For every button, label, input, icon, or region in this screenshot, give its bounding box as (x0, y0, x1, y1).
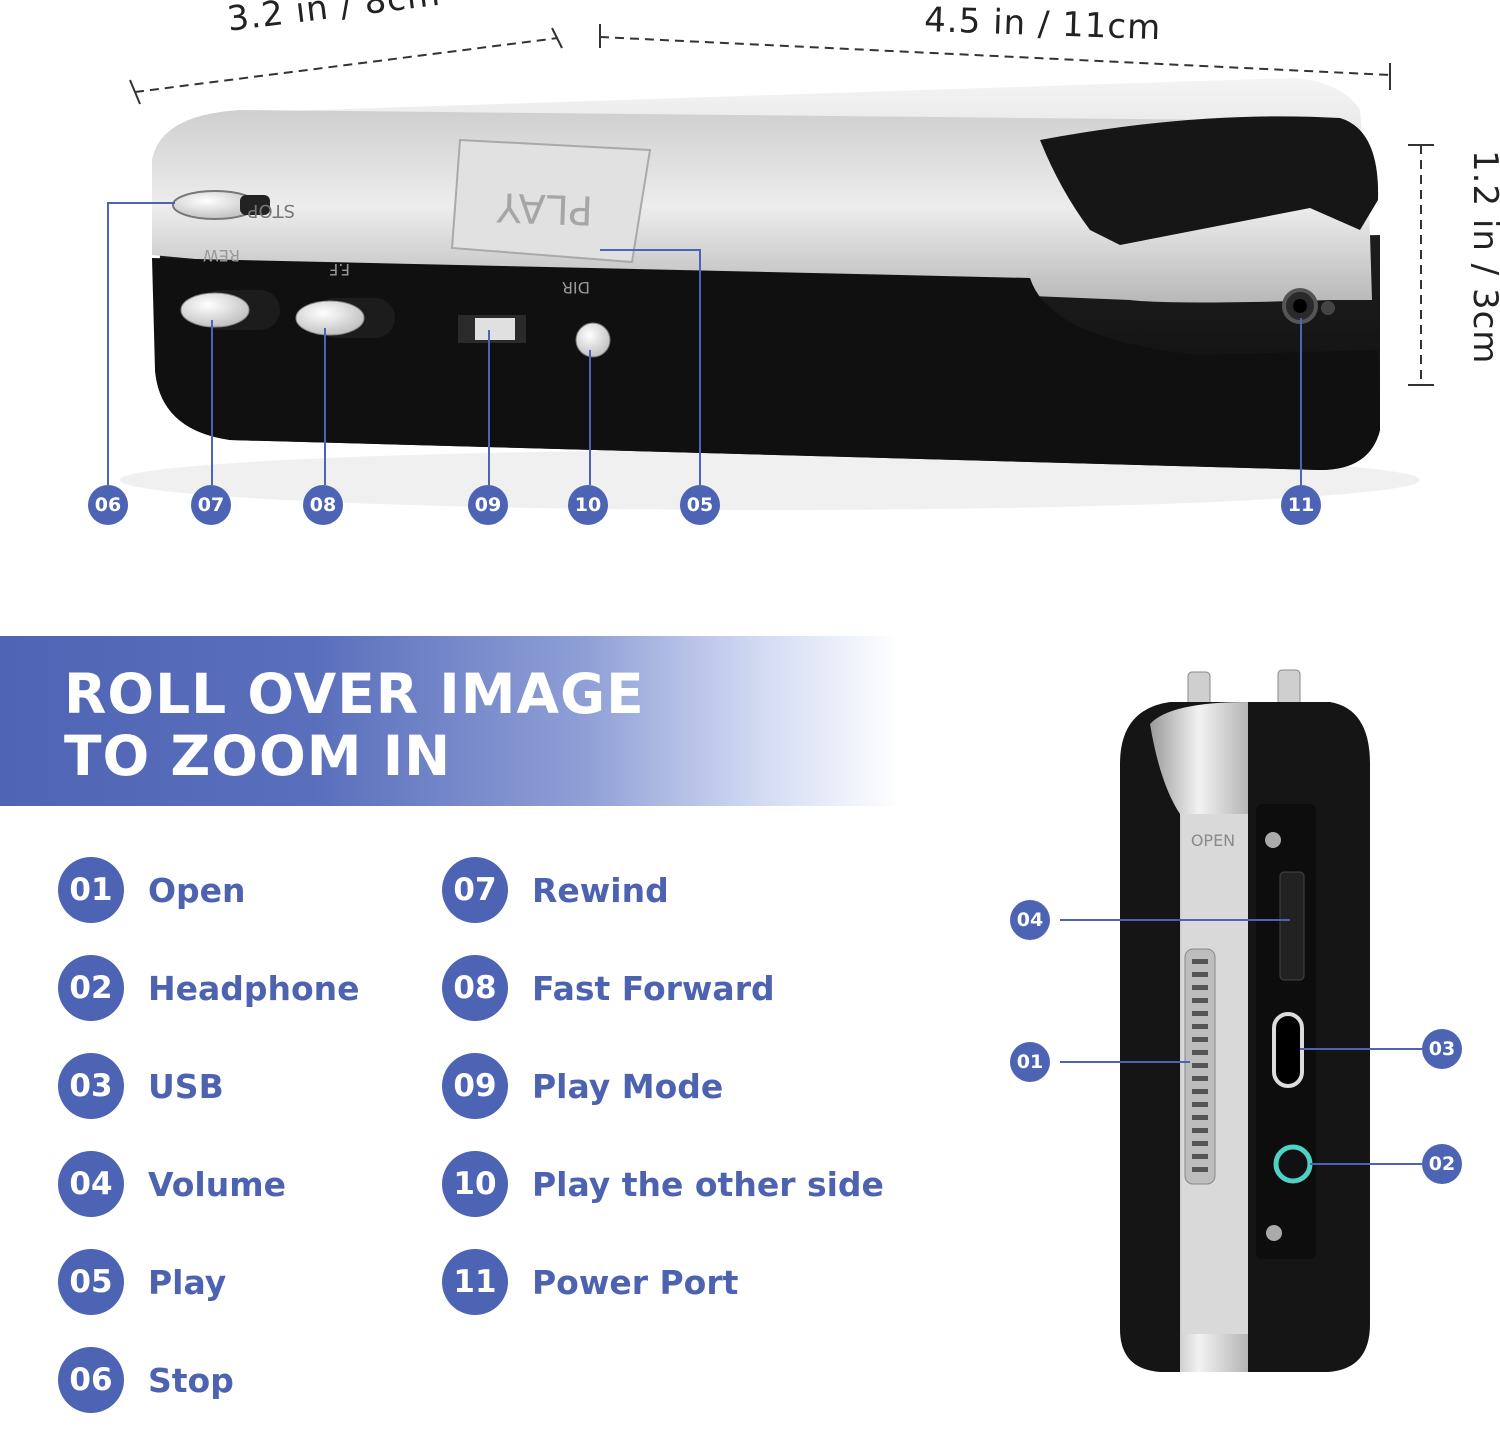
callout-03: 03 (1422, 1029, 1462, 1069)
play-lever-label: PLAY (496, 183, 594, 232)
callout-05: 05 (680, 485, 720, 525)
legend-number: 03 (58, 1053, 124, 1119)
volume-wheel (1279, 871, 1305, 981)
legend-item: 09 Play Mode (442, 1053, 723, 1119)
legend-label: Power Port (532, 1262, 739, 1302)
usb-port (1272, 1012, 1304, 1088)
callout-09: 09 (468, 485, 508, 525)
stop-label: STOP (247, 200, 295, 221)
headphone-jack (1273, 1144, 1313, 1184)
device-front-view[interactable]: PLAY STOP REW F.F DIR (0, 0, 1500, 560)
ff-label: F.F (329, 260, 350, 279)
legend-number: 04 (58, 1151, 124, 1217)
legend-number: 11 (442, 1249, 508, 1315)
open-label: OPEN (1191, 831, 1235, 850)
legend-label: Play the other side (532, 1164, 884, 1204)
rew-label: REW (203, 246, 240, 265)
legend-number: 10 (442, 1151, 508, 1217)
length-dimension: 4.5 in / 11cm (923, 0, 1162, 49)
legend-label: Stop (148, 1360, 234, 1400)
legend-item: 07 Rewind (442, 857, 669, 923)
legend-label: Volume (148, 1164, 286, 1204)
callout-02: 02 (1422, 1144, 1462, 1184)
legend-item: 04 Volume (58, 1151, 286, 1217)
legend-label: USB (148, 1066, 224, 1106)
zoom-banner (0, 636, 900, 806)
callout-06: 06 (88, 485, 128, 525)
legend-label: Headphone (148, 968, 360, 1008)
legend-item: 08 Fast Forward (442, 955, 775, 1021)
legend-label: Play Mode (532, 1066, 724, 1106)
legend-item: 10 Play the other side (442, 1151, 884, 1217)
callout-04: 04 (1010, 900, 1050, 940)
legend-label: Play (148, 1262, 227, 1302)
legend-label: Rewind (532, 870, 669, 910)
play-lever (450, 138, 652, 264)
dimension-lines (134, 36, 1422, 385)
legend-number: 08 (442, 955, 508, 1021)
callout-07: 07 (191, 485, 231, 525)
device-side-view[interactable]: OPEN (1010, 664, 1490, 1444)
callout-11: 11 (1281, 485, 1321, 525)
legend-label: Fast Forward (532, 968, 775, 1008)
legend-item: 02 Headphone (58, 955, 360, 1021)
legend-number: 09 (442, 1053, 508, 1119)
callout-08: 08 (303, 485, 343, 525)
dir-label: DIR (562, 278, 590, 297)
legend-number: 01 (58, 857, 124, 923)
legend-item: 06 Stop (58, 1347, 234, 1413)
legend-number: 02 (58, 955, 124, 1021)
callout-10: 10 (568, 485, 608, 525)
legend-number: 07 (442, 857, 508, 923)
banner-line-2: TO ZOOM IN (64, 724, 452, 788)
callout-01: 01 (1010, 1042, 1050, 1082)
legend-number: 06 (58, 1347, 124, 1413)
legend-item: 03 USB (58, 1053, 224, 1119)
height-dimension: 1.2 in / 3cm (1465, 150, 1500, 365)
legend-item: 05 Play (58, 1249, 226, 1315)
legend-number: 05 (58, 1249, 124, 1315)
legend-item: 01 Open (58, 857, 246, 923)
legend-label: Open (148, 870, 246, 910)
legend-item: 11 Power Port (442, 1249, 738, 1315)
banner-line-1: ROLL OVER IMAGE (64, 662, 645, 726)
